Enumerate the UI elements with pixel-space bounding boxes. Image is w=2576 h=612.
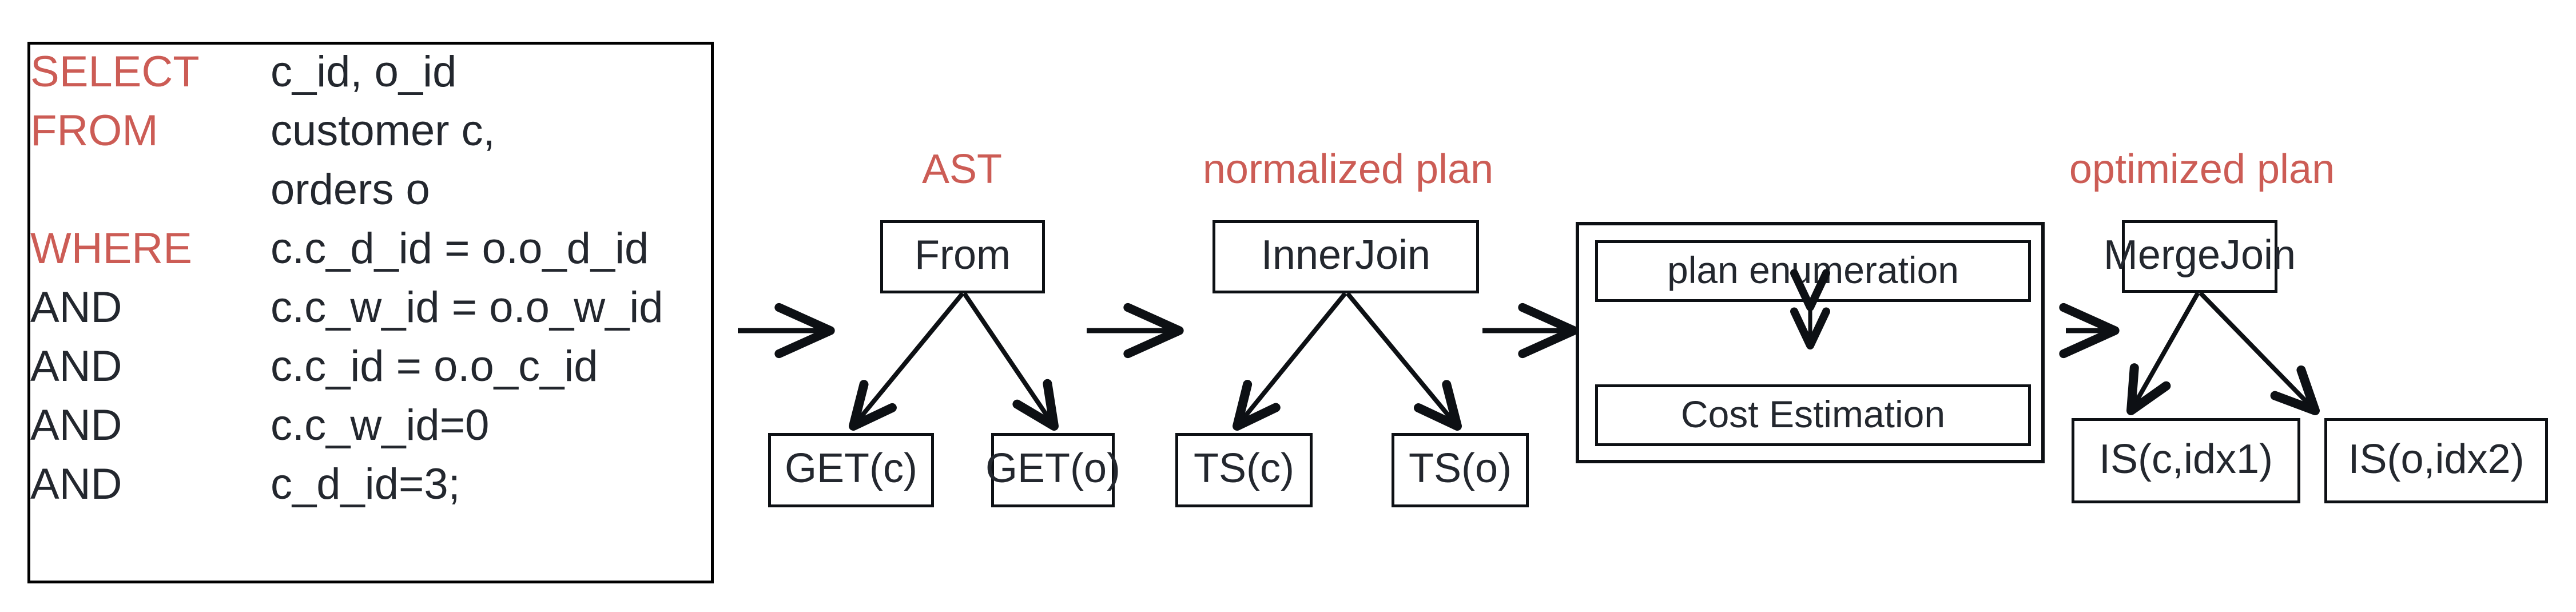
sql-value: c.c_w_id=0: [271, 401, 490, 450]
sql-keyword: WHERE: [30, 224, 192, 273]
ast-edge-from-to-get-o: [962, 292, 1059, 431]
sql-line: AND c.c_w_id=0: [30, 396, 711, 455]
sql-line: AND c.c_w_id = o.o_w_id: [30, 278, 711, 337]
plan-node-innerjoin[interactable]: InnerJoin: [1213, 220, 1479, 293]
optimizer-container: plan enumeration Cost Estimation: [1576, 222, 2045, 463]
sql-keyword: AND: [30, 460, 122, 508]
sql-line: WHERE c.c_d_id = o.o_d_id: [30, 219, 711, 278]
stage-label-optimized-plan: optimized plan: [2069, 146, 2335, 192]
sql-keyword: SELECT: [30, 47, 200, 96]
ast-node-from[interactable]: From: [880, 220, 1045, 293]
plan-edge-innerjoin-to-ts-o: [1345, 292, 1462, 431]
sql-line: SELECT c_id, o_id: [30, 42, 711, 101]
sql-value: orders o: [271, 165, 430, 214]
sql-value: c.c_id = o.o_c_id: [271, 342, 598, 391]
ast-node-get-c[interactable]: GET(c): [768, 433, 934, 507]
sql-value: c.c_w_id = o.o_w_id: [271, 283, 663, 332]
sql-line: AND c.c_id = o.o_c_id: [30, 337, 711, 396]
sql-keyword: AND: [30, 401, 122, 450]
sql-value: customer c,: [271, 106, 495, 155]
plan-node-ts-c[interactable]: TS(c): [1175, 433, 1313, 507]
optimized-node-is-o-idx2[interactable]: IS(o,idx2): [2324, 418, 2548, 503]
optimized-edge-mergejoin-to-is-c: [2126, 292, 2200, 415]
sql-value: c.c_d_id = o.o_d_id: [271, 224, 649, 273]
stage-label-ast: AST: [921, 146, 1003, 192]
sql-line: FROM customer c,: [30, 101, 711, 160]
sql-value: c_id, o_id: [271, 47, 457, 96]
ast-node-get-o[interactable]: GET(o): [985, 433, 1120, 507]
stage-label-normalized-plan: normalized plan: [1202, 146, 1494, 192]
sql-line: orders o: [30, 160, 711, 219]
plan-edge-innerjoin-to-ts-c: [1233, 292, 1347, 431]
optimizer-cost-estimation[interactable]: Cost Estimation: [1595, 384, 2031, 446]
sql-line: AND c_d_id=3;: [30, 455, 711, 514]
optimized-node-is-c-idx1[interactable]: IS(c,idx1): [2072, 418, 2300, 503]
sql-line-list: SELECT c_id, o_id FROM customer c, orders …: [30, 42, 711, 514]
sql-keyword: AND: [30, 283, 122, 332]
sql-value: c_d_id=3;: [271, 460, 460, 508]
optimized-node-mergejoin[interactable]: MergeJoin: [2104, 220, 2296, 293]
optimizer-plan-enumeration[interactable]: plan enumeration: [1595, 240, 2031, 302]
sql-query-panel: SELECT c_id, o_id FROM customer c, orders …: [27, 42, 714, 583]
ast-edge-from-to-get-c: [849, 292, 965, 431]
plan-node-ts-o[interactable]: TS(o): [1392, 433, 1529, 507]
optimized-edge-mergejoin-to-is-o: [2199, 291, 2320, 415]
sql-keyword: FROM: [30, 106, 158, 155]
sql-keyword: AND: [30, 342, 122, 391]
